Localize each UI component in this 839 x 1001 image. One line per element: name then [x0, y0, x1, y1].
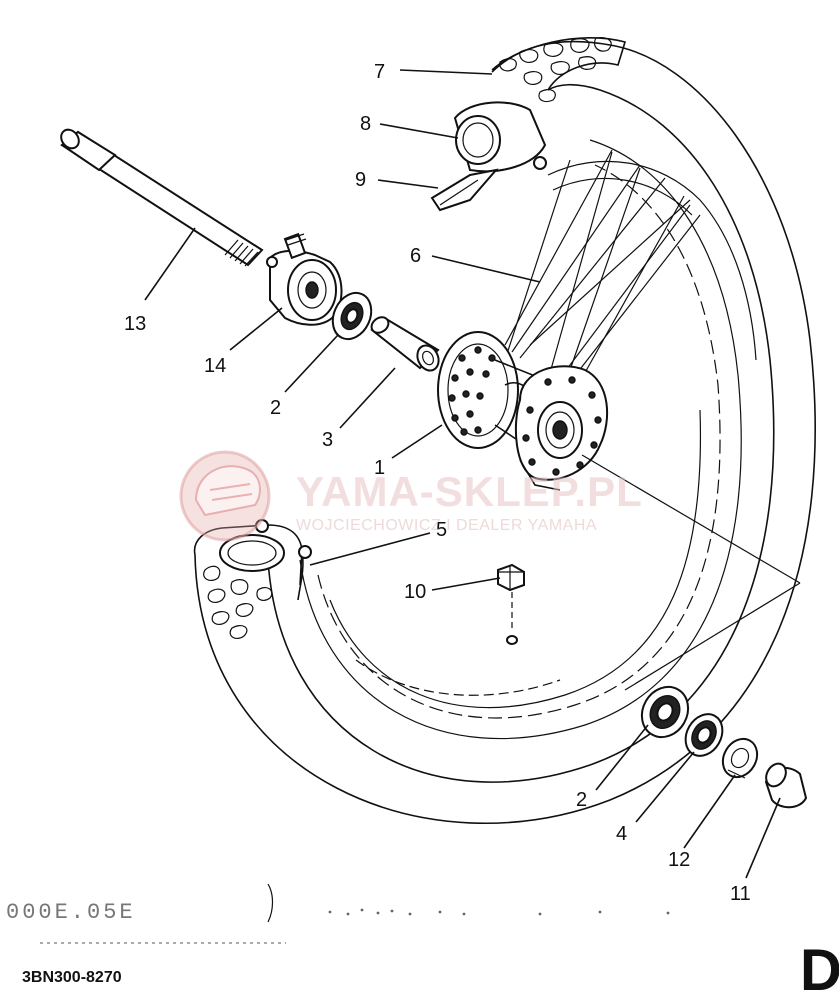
tread-pattern-top [499, 37, 612, 103]
watermark-tagline: WOJCIECHOWICZ I DEALER YAMAHA [296, 517, 597, 534]
front-axle [60, 128, 264, 267]
stamp-code: 000E.05E [6, 900, 136, 925]
callout-11: 11 [730, 883, 751, 905]
callout-8: 8 [360, 113, 371, 135]
collar-11 [764, 762, 808, 809]
tube-and-rim-band [430, 101, 547, 212]
callout-12: 12 [668, 849, 690, 871]
callout-3: 3 [322, 429, 333, 451]
helmet-logo-icon [179, 450, 271, 542]
assembly-guide-lines [581, 454, 801, 691]
spokes [504, 149, 701, 396]
page-letter: D [800, 938, 839, 1001]
watermark: YAMA-SKLEP.PL WOJCIECHOWICZ I DEALER YAM… [179, 450, 643, 542]
bearing-lower [640, 685, 690, 739]
stamp-block: 000E.05E [6, 883, 670, 944]
speedometer-gear-unit [266, 232, 343, 326]
callout-7: 7 [374, 61, 385, 83]
spacer-tube [370, 316, 440, 372]
callout-2-lower: 2 [576, 789, 587, 811]
wheel-hub [437, 331, 609, 491]
callout-14: 14 [204, 355, 226, 377]
callout-9: 9 [355, 169, 366, 191]
bearing-upper [331, 291, 373, 341]
callout-2-upper: 2 [270, 397, 281, 419]
callout-4: 4 [616, 823, 627, 845]
watermark-brand: YAMA-SKLEP.PL [296, 468, 643, 515]
leader-lines [144, 69, 781, 879]
callout-6: 6 [410, 245, 421, 267]
callout-10: 10 [404, 581, 426, 603]
drawing-reference: 3BN300-8270 [22, 969, 122, 986]
callout-13: 13 [124, 313, 146, 335]
callout-1: 1 [374, 457, 385, 479]
callout-5: 5 [436, 519, 447, 541]
tread-pattern-bottom [203, 565, 273, 640]
collar-12 [721, 737, 759, 779]
tire-and-rim [193, 36, 816, 825]
valve-nut [497, 563, 525, 645]
oil-seal [684, 713, 724, 757]
callout-labels: 7 8 9 6 13 14 2 3 1 5 10 2 4 12 11 [124, 61, 751, 905]
